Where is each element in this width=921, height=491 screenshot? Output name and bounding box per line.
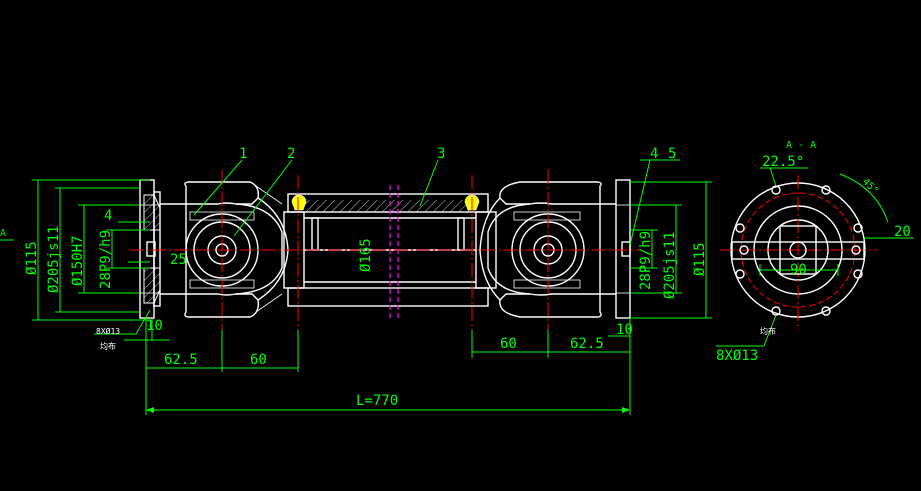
- centerlines: [130, 170, 640, 330]
- dim-right-28p9: 28P9/h9: [638, 231, 654, 290]
- dim-length: L=770: [356, 393, 398, 409]
- dim-right-10: 10: [616, 322, 633, 338]
- dim-flange-right-625: 62.5: [570, 336, 604, 352]
- part-label-1: 1: [239, 146, 247, 162]
- dim-left-4: 4: [104, 208, 112, 224]
- dim-flange-left-625: 62.5: [164, 352, 198, 368]
- dim-right-d205: Ø205js11: [662, 232, 678, 299]
- section-view: [720, 175, 878, 330]
- bolt-holes: [735, 185, 863, 316]
- dim-center-d165: Ø165: [358, 238, 374, 272]
- right-yoke: [479, 181, 616, 318]
- part-label-4: 4: [650, 146, 658, 162]
- dim-left-d115: Ø115: [24, 241, 40, 275]
- dim-flange-left-60: 60: [250, 352, 267, 368]
- dim-flange-right-60: 60: [500, 336, 517, 352]
- dim-right-d115: Ø115: [692, 242, 708, 276]
- grease-nipple-left: [291, 194, 307, 211]
- part-label-5: 5: [668, 146, 676, 162]
- dim-sec-45: 45°: [860, 176, 881, 197]
- edge-label-a: A: [0, 228, 6, 239]
- right-flange: [615, 179, 631, 319]
- dim-left-10: 10: [146, 318, 163, 334]
- part-label-3: 3: [437, 146, 445, 162]
- dim-left-holes-note: 均布: [100, 341, 116, 351]
- part-label-2: 2: [287, 146, 295, 162]
- dim-sec-note: 均布: [760, 326, 776, 336]
- section-label: A - A: [786, 140, 816, 151]
- dim-sec-holes: 8XØ13: [716, 348, 758, 364]
- dim-left-25: 25: [170, 252, 187, 268]
- dim-left-holes: 8XØ13: [96, 326, 120, 336]
- dim-left-28p9: 28P9/h9: [98, 230, 114, 289]
- dim-sec-angle: 22.5°: [762, 154, 804, 170]
- labels: 1 2 3 4 5 A Ø115 Ø205js11 Ø150H7 28P9/h9…: [0, 140, 911, 409]
- dimension-lines: [0, 159, 914, 415]
- left-flange: [139, 179, 161, 319]
- dim-left-d150: Ø150H7: [70, 235, 86, 286]
- dim-left-d205: Ø205js11: [46, 226, 62, 293]
- center-tube: [283, 185, 497, 318]
- dim-sec-20: 20: [894, 224, 911, 240]
- dim-sec-90: 90: [790, 262, 807, 278]
